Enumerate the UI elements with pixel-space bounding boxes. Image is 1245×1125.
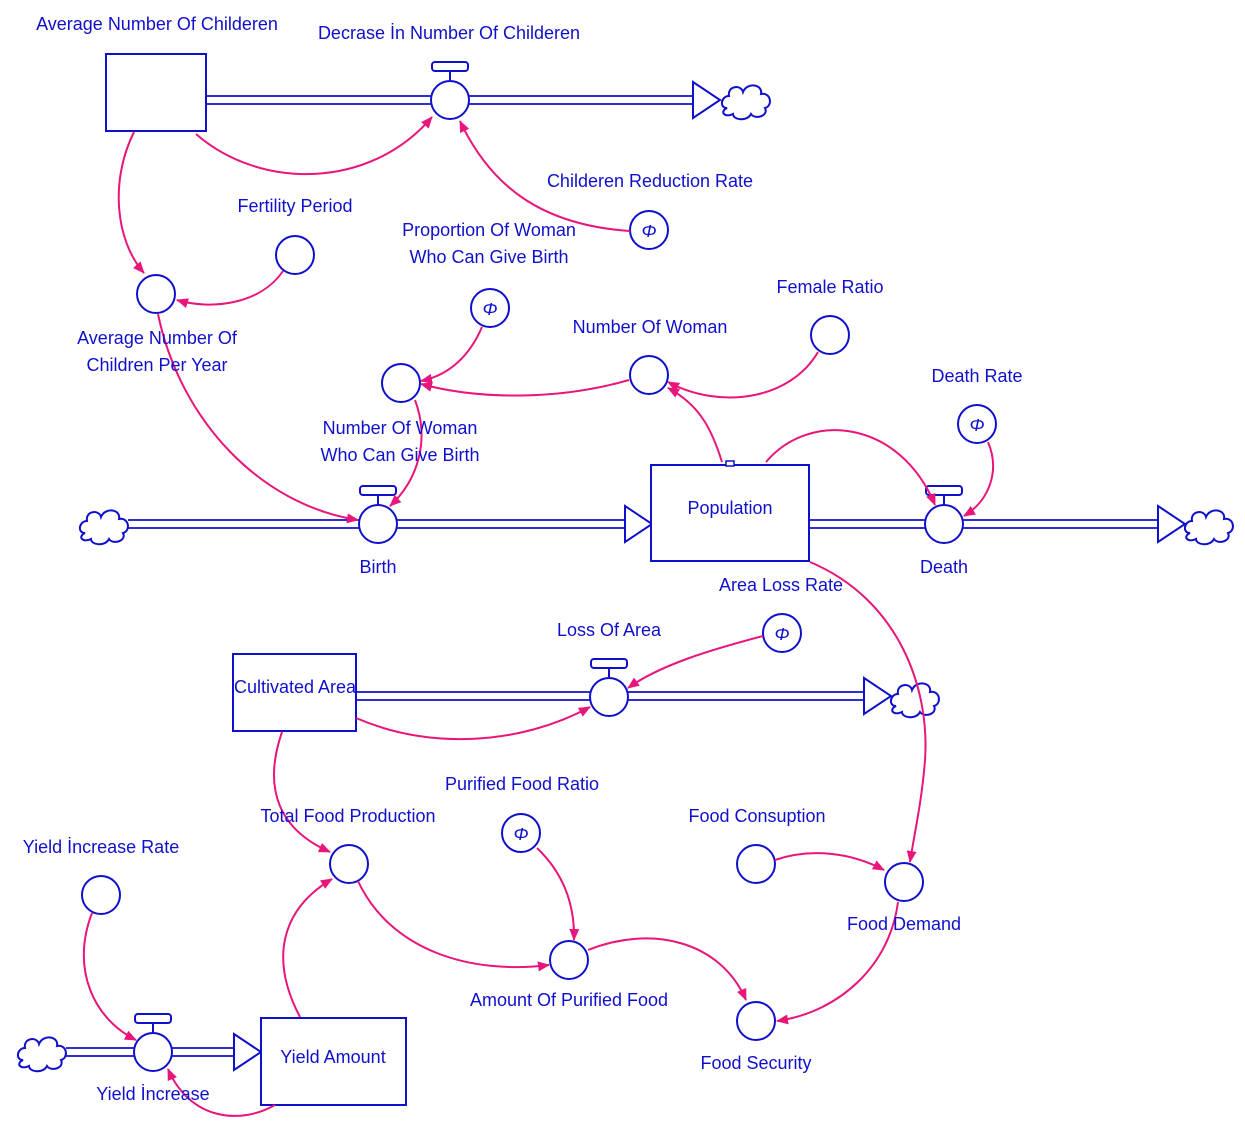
valve-yield-increase[interactable] — [133, 1013, 173, 1072]
constant-icon: Φ — [513, 824, 528, 844]
cloud-icon — [721, 84, 771, 121]
constant-childeren-reduction-rate[interactable]: Φ — [629, 210, 669, 250]
label-fertility-period: Fertility Period — [237, 196, 352, 216]
link-food-consuption-to-demand — [774, 852, 885, 871]
stock-population[interactable]: Population — [650, 460, 810, 562]
aux-number-of-woman[interactable] — [629, 355, 669, 395]
link-yield-amount-to-total-food — [282, 878, 333, 1018]
link-total-food-to-purified — [357, 880, 550, 972]
link-number-woman-to-woman-birth — [420, 379, 630, 397]
aux-food-consuption[interactable] — [736, 844, 776, 884]
valve-death[interactable] — [924, 485, 964, 544]
label-area-loss-rate: Area Loss Rate — [719, 575, 843, 595]
constant-death-rate[interactable]: Φ — [957, 404, 997, 444]
valve-decrase-childeren[interactable] — [430, 61, 470, 120]
label-food-security: Food Security — [700, 1053, 811, 1073]
label-loss-of-area: Loss Of Area — [557, 620, 662, 640]
svg-text:Yield Amount: Yield Amount — [280, 1047, 385, 1067]
label-purified-food-ratio: Purified Food Ratio — [445, 774, 599, 794]
link-purified-ratio-to-purified — [536, 847, 580, 941]
link-population-to-death — [765, 429, 936, 506]
label-yield-increase-rate: Yield İncrease Rate — [23, 837, 179, 857]
link-population-to-number-woman — [667, 387, 723, 463]
label-average-children-per-year-2: Children Per Year — [86, 355, 227, 375]
stock-cultivated-area[interactable]: Cultivated Area — [232, 653, 357, 732]
link-fertility-to-avg-per-year — [176, 270, 284, 308]
link-woman-birth-to-birth — [389, 399, 423, 507]
label-death: Death — [920, 557, 968, 577]
aux-food-security[interactable] — [736, 1001, 776, 1041]
valve-loss-of-area[interactable] — [589, 658, 629, 717]
link-death-rate-to-death — [963, 441, 995, 517]
label-food-demand: Food Demand — [847, 914, 961, 934]
link-reduction-rate-to-decrase — [459, 120, 631, 232]
constant-area-loss-rate[interactable]: Φ — [762, 613, 802, 653]
label-birth: Birth — [359, 557, 396, 577]
constant-icon: Φ — [774, 624, 789, 644]
link-yield-rate-to-yield-increase — [82, 912, 137, 1041]
constant-icon: Φ — [482, 299, 497, 319]
label-total-food-production: Total Food Production — [260, 806, 435, 826]
label-proportion-of-woman-2: Who Can Give Birth — [409, 247, 568, 267]
label-death-rate: Death Rate — [931, 366, 1022, 386]
svg-text:Cultivated Area: Cultivated Area — [234, 677, 357, 697]
link-yield-amount-to-yield-increase — [167, 1068, 276, 1117]
aux-amount-of-purified-food[interactable] — [549, 940, 589, 980]
link-area-loss-rate-to-loss — [627, 635, 764, 689]
constant-purified-food-ratio[interactable]: Φ — [501, 813, 541, 853]
label-proportion-of-woman-1: Proportion Of Woman — [402, 220, 576, 240]
stock-yield-amount[interactable]: Yield Amount — [260, 1017, 407, 1106]
label-decrase-number-of-childeren: Decrase İn Number Of Childeren — [318, 23, 580, 43]
label-amount-of-purified-food: Amount Of Purified Food — [470, 990, 668, 1010]
aux-yield-increase-rate[interactable] — [81, 875, 121, 915]
link-cultivated-area-to-total-food — [273, 731, 331, 853]
aux-female-ratio[interactable] — [810, 315, 850, 355]
label-female-ratio: Female Ratio — [776, 277, 883, 297]
cloud-icon — [17, 1036, 67, 1073]
aux-food-demand[interactable] — [884, 862, 924, 902]
label-average-children-per-year-1: Average Number Of — [77, 328, 238, 348]
label-childeren-reduction-rate: Childeren Reduction Rate — [547, 171, 753, 191]
valve-birth[interactable] — [358, 485, 398, 544]
link-children-to-decrase — [195, 116, 433, 175]
cloud-icon — [890, 682, 940, 719]
cloud-icon — [79, 509, 129, 546]
link-cultivated-area-to-loss — [355, 706, 591, 741]
link-avg-per-year-to-birth — [157, 313, 359, 524]
link-female-ratio-to-number-woman — [667, 351, 819, 399]
label-average-number-of-childeren: Average Number Of Childeren — [36, 14, 278, 34]
constant-proportion-of-woman[interactable]: Φ — [470, 288, 510, 328]
stock-average-number-of-childeren[interactable] — [105, 53, 207, 132]
label-number-of-woman: Number Of Woman — [573, 317, 728, 337]
aux-total-food-production[interactable] — [329, 844, 369, 884]
link-purified-to-food-security — [587, 937, 747, 1001]
label-woman-can-give-birth-2: Who Can Give Birth — [320, 445, 479, 465]
link-population-to-food-demand — [809, 561, 927, 863]
aux-number-of-woman-can-give-birth[interactable] — [381, 363, 421, 403]
aux-average-children-per-year[interactable] — [136, 274, 176, 314]
link-proportion-to-woman-birth — [420, 326, 483, 384]
constant-icon: Φ — [969, 415, 984, 435]
link-food-demand-to-security — [776, 901, 899, 1025]
aux-fertility-period[interactable] — [275, 235, 315, 275]
flow-pipe-death — [810, 504, 1187, 544]
label-food-consuption: Food Consuption — [688, 806, 825, 826]
cloud-icon — [1184, 509, 1234, 546]
constant-icon: Φ — [641, 221, 656, 241]
svg-text:Population: Population — [687, 498, 772, 518]
label-woman-can-give-birth-1: Number Of Woman — [323, 418, 478, 438]
label-yield-increase: Yield İncrease — [96, 1084, 209, 1104]
link-children-to-avg-per-year — [117, 131, 145, 274]
